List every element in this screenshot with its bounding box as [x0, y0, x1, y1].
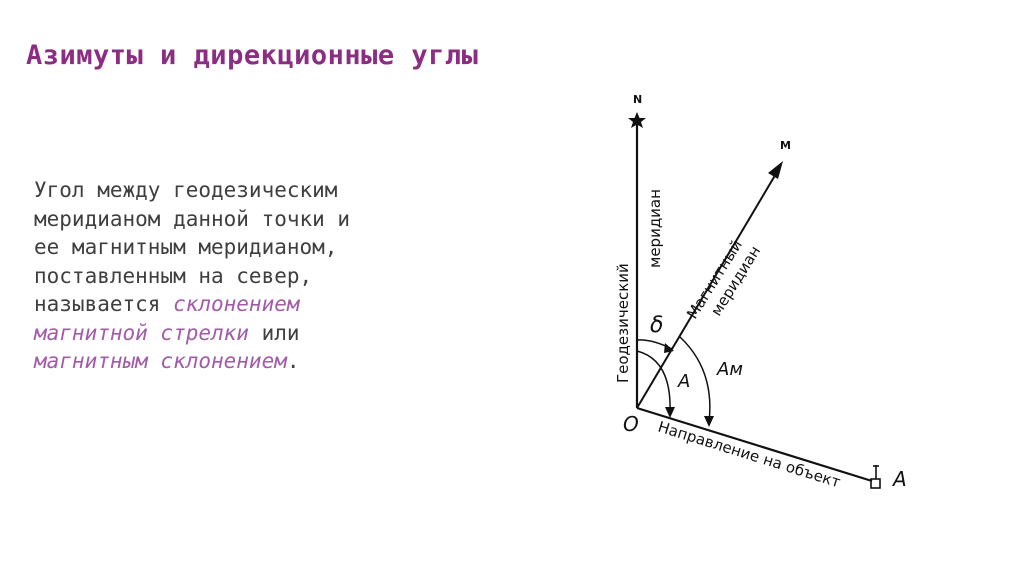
declination-arrowhead [664, 343, 674, 353]
slide-title: Азимуты и дирекционные углы [26, 40, 479, 71]
term-magnetic-needle-declination-1: склонением [173, 292, 300, 316]
direction-to-object-line [636, 406, 873, 483]
text-line-5-prefix: называется [34, 292, 174, 316]
object-label: A [891, 467, 907, 491]
declination-symbol: δ [650, 313, 663, 338]
magnetic-label: M [780, 139, 791, 152]
origin-label: O [623, 412, 639, 436]
azimuth-label: А [677, 371, 690, 392]
north-label: N [633, 93, 642, 106]
geodetic-meridian-label-2: меридиан [646, 189, 664, 268]
text-line-3: ее магнитным меридианом, [34, 235, 338, 259]
text-period: . [286, 349, 300, 373]
direction-label: Направление на объект [656, 418, 843, 492]
object-marker-icon [870, 465, 881, 489]
magnetic-azimuth-label: Ам [716, 359, 743, 380]
magnetic-azimuth-arrowhead [704, 416, 714, 427]
text-line-1: Угол между геодезическим [34, 178, 338, 202]
term-magnetic-declination: магнитным склонением [34, 349, 287, 373]
magnetic-azimuth-arc [679, 336, 711, 423]
geodetic-meridian-label-1: Геодезический [614, 263, 632, 383]
definition-paragraph: Угол между геодезическим меридианом данн… [34, 176, 504, 376]
north-star-icon [628, 112, 646, 128]
text-connector: или [248, 320, 300, 345]
text-line-7: магнитным склонением. [34, 347, 504, 376]
azimuth-diagram: N M A O Геодезический меридиан Магнитный… [614, 93, 907, 492]
term-magnetic-needle-declination-2: магнитной стрелки [34, 320, 249, 345]
magnetic-meridian-arrowhead [768, 161, 783, 179]
text-line-6: магнитной стрелки или [34, 319, 504, 348]
azimuth-arrowhead [665, 407, 675, 418]
text-line-5: называется склонением [34, 290, 504, 319]
text-line-4: поставленным на север, [34, 263, 313, 288]
text-line-2: меридианом данной точки и [34, 206, 351, 231]
azimuth-arc [636, 350, 671, 414]
